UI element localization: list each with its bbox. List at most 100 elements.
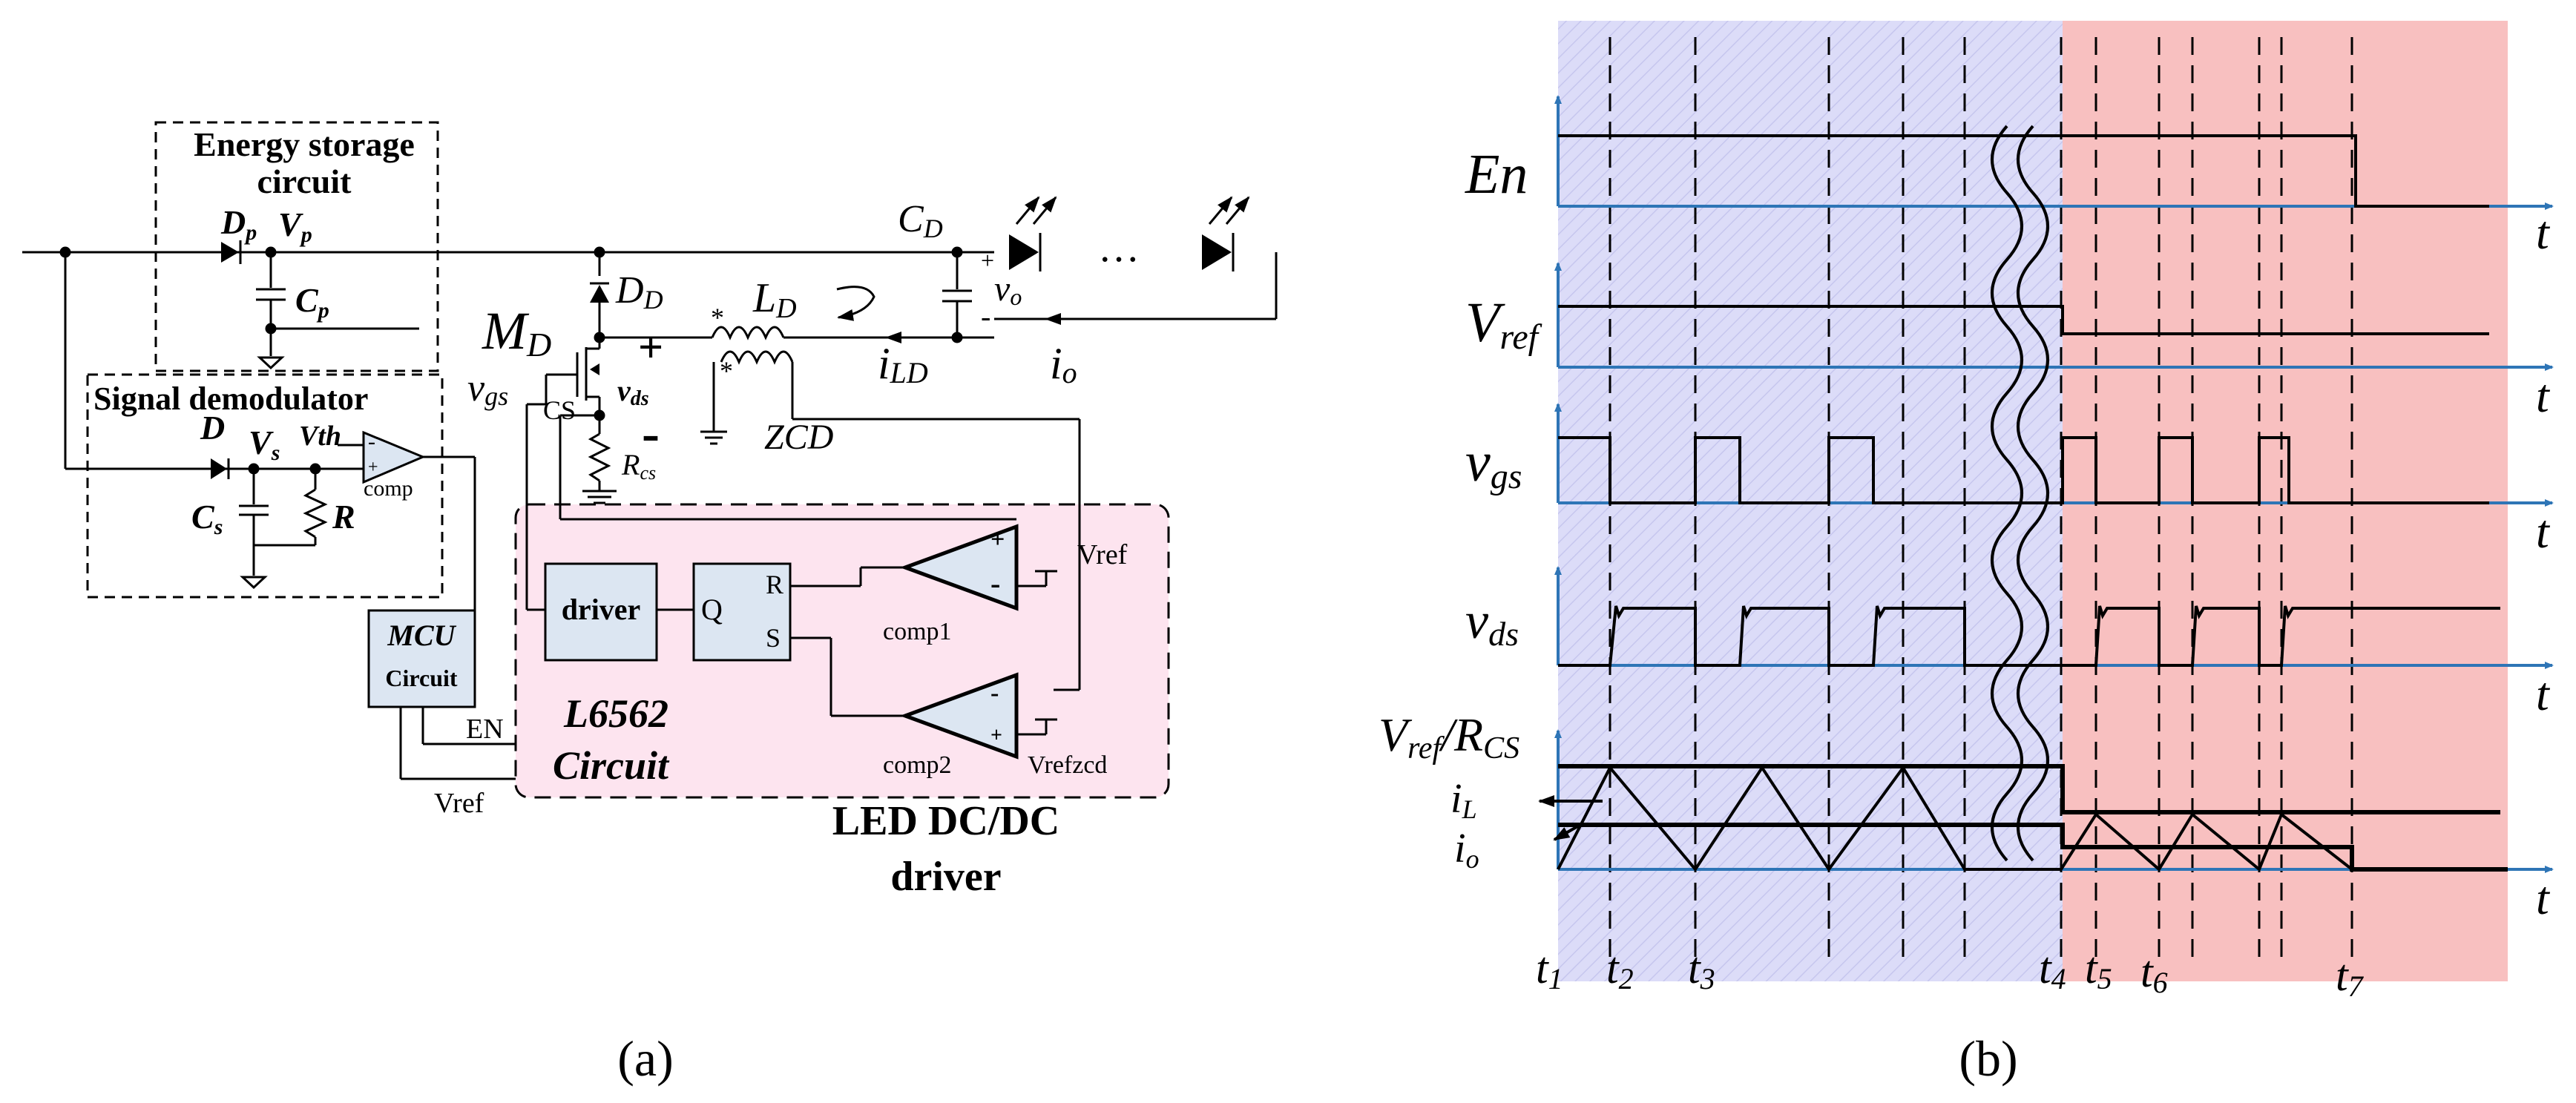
sr-latch-block bbox=[692, 562, 792, 662]
comp-minus: - bbox=[368, 429, 375, 454]
ld-inductor-symbol bbox=[711, 326, 785, 340]
signal-box-title: Signal demodulator bbox=[93, 381, 368, 417]
break-marks bbox=[1991, 125, 2049, 862]
time-mark-t4: t4 bbox=[2039, 944, 2066, 995]
comp1-minus: - bbox=[990, 567, 1000, 600]
rcs-label: Rcs bbox=[621, 448, 656, 484]
cap-minus: - bbox=[981, 300, 990, 333]
region-before-t4 bbox=[1558, 21, 2063, 981]
mcu-label-1: MCU bbox=[387, 619, 456, 652]
mosfet-arrow-symbol bbox=[590, 363, 599, 375]
driver-block bbox=[544, 562, 658, 662]
signal-label-vds: vds bbox=[1465, 593, 1519, 653]
il-waveform bbox=[1557, 765, 2353, 872]
vds-minus: - bbox=[642, 404, 660, 463]
en-label: EN bbox=[466, 714, 504, 745]
signal-label-vref: Vref bbox=[1465, 292, 1542, 357]
vth-label: Vth bbox=[299, 421, 341, 452]
comp2-plus: + bbox=[990, 724, 1002, 747]
cs-label: Cs bbox=[191, 498, 223, 539]
waveforms bbox=[1538, 134, 2508, 872]
dd-diode-symbol bbox=[590, 285, 609, 303]
panel-b-timing bbox=[1538, 21, 2554, 981]
signal-comparator-symbol bbox=[362, 430, 426, 484]
ild-label: iLD bbox=[878, 339, 928, 389]
time-mark-t7: t7 bbox=[2336, 951, 2365, 1003]
mcu-label-2: Circuit bbox=[385, 665, 458, 691]
signal-demodulator-box bbox=[86, 373, 444, 599]
vref-waveform bbox=[1558, 305, 2489, 335]
caption-b: (b) bbox=[1959, 1030, 2017, 1087]
r-pin-label: R bbox=[766, 570, 783, 599]
led1-symbol bbox=[1009, 234, 1039, 270]
axis-t-vgs: t bbox=[2536, 505, 2551, 558]
ld-star-b: * bbox=[720, 356, 733, 386]
ld-label: LD bbox=[752, 275, 797, 324]
vref-rcs-waveform bbox=[1558, 764, 2500, 814]
d-diode-symbol bbox=[211, 458, 227, 479]
ld-star-a: * bbox=[711, 303, 724, 332]
md-label: MD bbox=[482, 301, 551, 363]
led-driver-label-2: driver bbox=[890, 854, 1001, 900]
comp-label: comp bbox=[364, 476, 413, 501]
vo-label: vo bbox=[994, 269, 1022, 310]
dp-label: Dp bbox=[220, 203, 257, 245]
axis-t-current: t bbox=[2536, 872, 2551, 924]
vref-bottom-label: Vref bbox=[434, 788, 484, 819]
cs-pin-label: CS bbox=[543, 395, 576, 425]
mcu-block bbox=[367, 609, 476, 708]
io-waveform bbox=[1558, 823, 2508, 872]
vgs-label: vgs bbox=[467, 367, 508, 411]
zcd-winding-symbol bbox=[720, 350, 794, 365]
region-after-t4 bbox=[2063, 21, 2508, 981]
comp2-minus: - bbox=[990, 679, 999, 707]
vs-label: Vs bbox=[249, 424, 280, 465]
l6562-label-1: L6562 bbox=[563, 691, 668, 736]
cap-plus: + bbox=[981, 247, 994, 274]
axis-t-vds: t bbox=[2536, 668, 2551, 720]
r-resistor-symbol bbox=[303, 488, 328, 539]
signal-label-vref-rcs: Vref/RCS bbox=[1379, 708, 1519, 765]
comp-plus: + bbox=[368, 458, 378, 477]
time-mark-t6: t6 bbox=[2140, 947, 2168, 999]
axis-t-vref: t bbox=[2536, 369, 2551, 422]
dp-diode-symbol bbox=[221, 242, 239, 263]
vref-comp1-label: Vref bbox=[1077, 539, 1128, 570]
energy-box-title-1: Energy storage bbox=[194, 125, 415, 163]
cd-label: CD bbox=[898, 198, 943, 243]
ground-symbol-cs bbox=[240, 576, 268, 590]
comp2-label: comp2 bbox=[883, 751, 952, 779]
time-mark-t5: t5 bbox=[2085, 944, 2112, 995]
dd-label: DD bbox=[615, 269, 663, 315]
l6562-label-2: Circuit bbox=[553, 743, 670, 788]
io-label: io bbox=[1050, 339, 1077, 389]
ground-symbol-zcd bbox=[700, 430, 727, 445]
en-waveform bbox=[1558, 134, 2489, 208]
s-pin-label: S bbox=[766, 623, 781, 653]
ground-symbol-cp bbox=[257, 356, 285, 370]
energy-storage-box bbox=[154, 121, 439, 372]
driver-label: driver bbox=[562, 593, 641, 626]
vds-label: vds bbox=[617, 374, 649, 410]
comp1-symbol bbox=[899, 524, 1019, 611]
loop-current-arrow bbox=[836, 286, 875, 321]
r-label: R bbox=[332, 498, 355, 536]
panel-a-circuit bbox=[22, 121, 1278, 799]
vrefzcd-label: Vrefzcd bbox=[1028, 751, 1107, 779]
comp1-label: comp1 bbox=[883, 618, 952, 645]
time-mark-t2: t2 bbox=[1606, 944, 1634, 995]
rcs-resistor-symbol bbox=[588, 432, 611, 482]
time-mark-t3: t3 bbox=[1688, 944, 1715, 995]
zcd-label: ZCD bbox=[764, 418, 833, 457]
comp2-symbol bbox=[899, 672, 1019, 760]
io-label-b: io bbox=[1454, 826, 1479, 874]
vp-label: Vp bbox=[278, 205, 312, 247]
axis-t-en: t bbox=[2536, 206, 2551, 259]
cp-label: Cp bbox=[295, 281, 329, 323]
led2-symbol bbox=[1202, 234, 1232, 270]
energy-box-title-2: circuit bbox=[257, 162, 352, 200]
il-label: iL bbox=[1450, 776, 1477, 824]
d-label: D bbox=[200, 409, 225, 447]
time-mark-t1: t1 bbox=[1536, 944, 1563, 995]
